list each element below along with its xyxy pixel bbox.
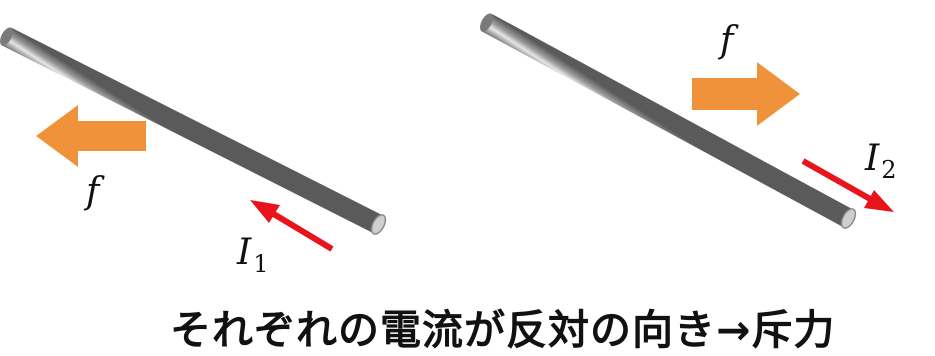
current-right-subscript: 2	[881, 156, 896, 184]
current-left-symbol: I	[236, 232, 252, 273]
current-arrow-left	[250, 200, 334, 252]
force-arrow-right	[692, 62, 800, 126]
force-label-left: f	[83, 171, 105, 212]
force-label-right: f	[717, 20, 739, 61]
current-right-symbol: I	[864, 138, 880, 179]
current-arrow-right	[801, 158, 894, 212]
caption-text: それぞれの電流が反対の向き→斥力	[170, 306, 836, 354]
current-label-left: I1	[236, 232, 269, 278]
left-wire	[0, 27, 387, 235]
current-label-right: I2	[864, 138, 897, 184]
force-arrow-left	[36, 105, 146, 167]
right-wire	[480, 13, 857, 229]
current-left-subscript: 1	[253, 250, 268, 278]
